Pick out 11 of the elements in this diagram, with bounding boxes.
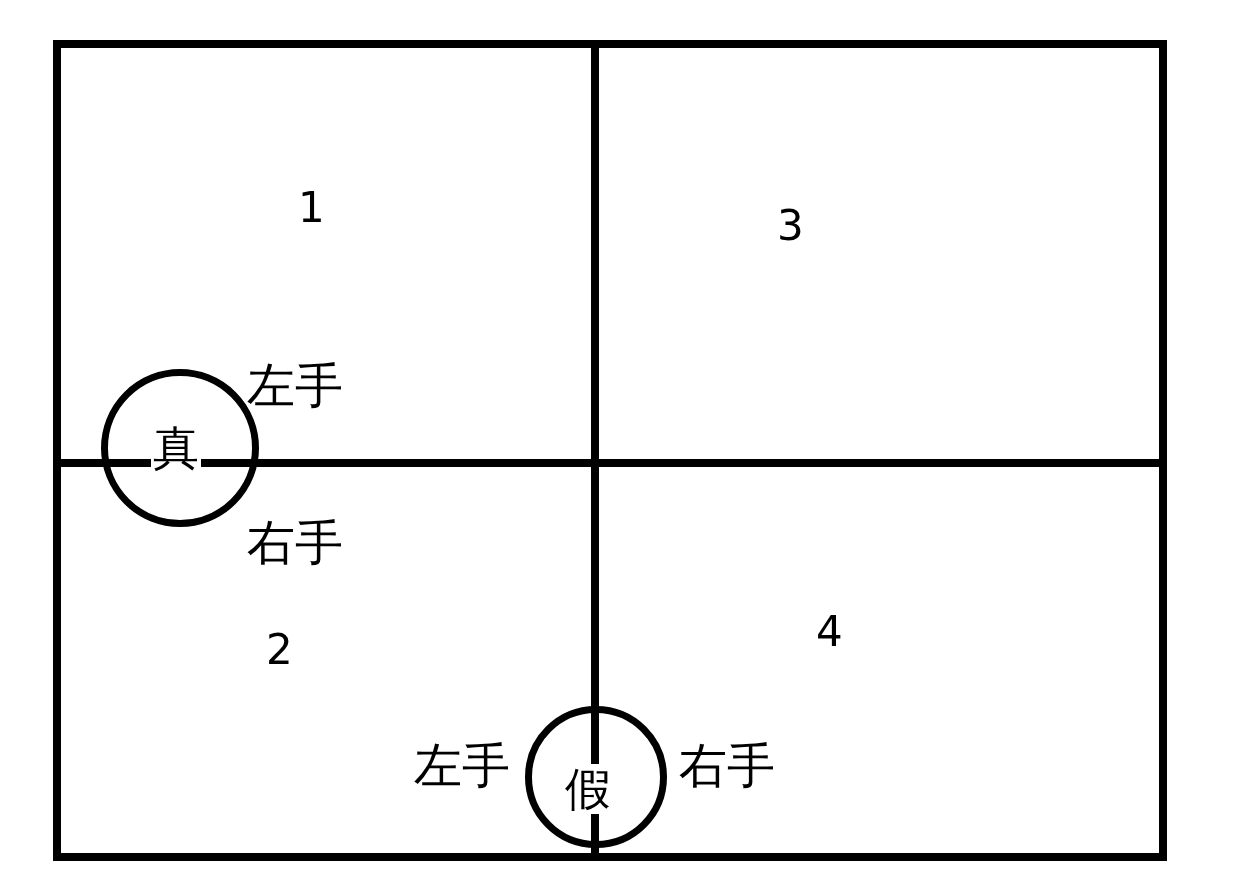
circle-label: 真 [151, 423, 201, 473]
quadrant-number: 4 [816, 611, 843, 653]
quadrant-number: 2 [266, 629, 293, 671]
quadrant-box [591, 40, 1167, 467]
hand-label: 左手 [414, 741, 510, 789]
hand-label: 右手 [679, 741, 775, 789]
circle-marker [525, 706, 667, 848]
quadrant-number: 1 [298, 187, 325, 229]
hand-label: 右手 [247, 518, 343, 566]
hand-label: 左手 [247, 361, 343, 409]
quadrant-number: 3 [777, 205, 804, 247]
